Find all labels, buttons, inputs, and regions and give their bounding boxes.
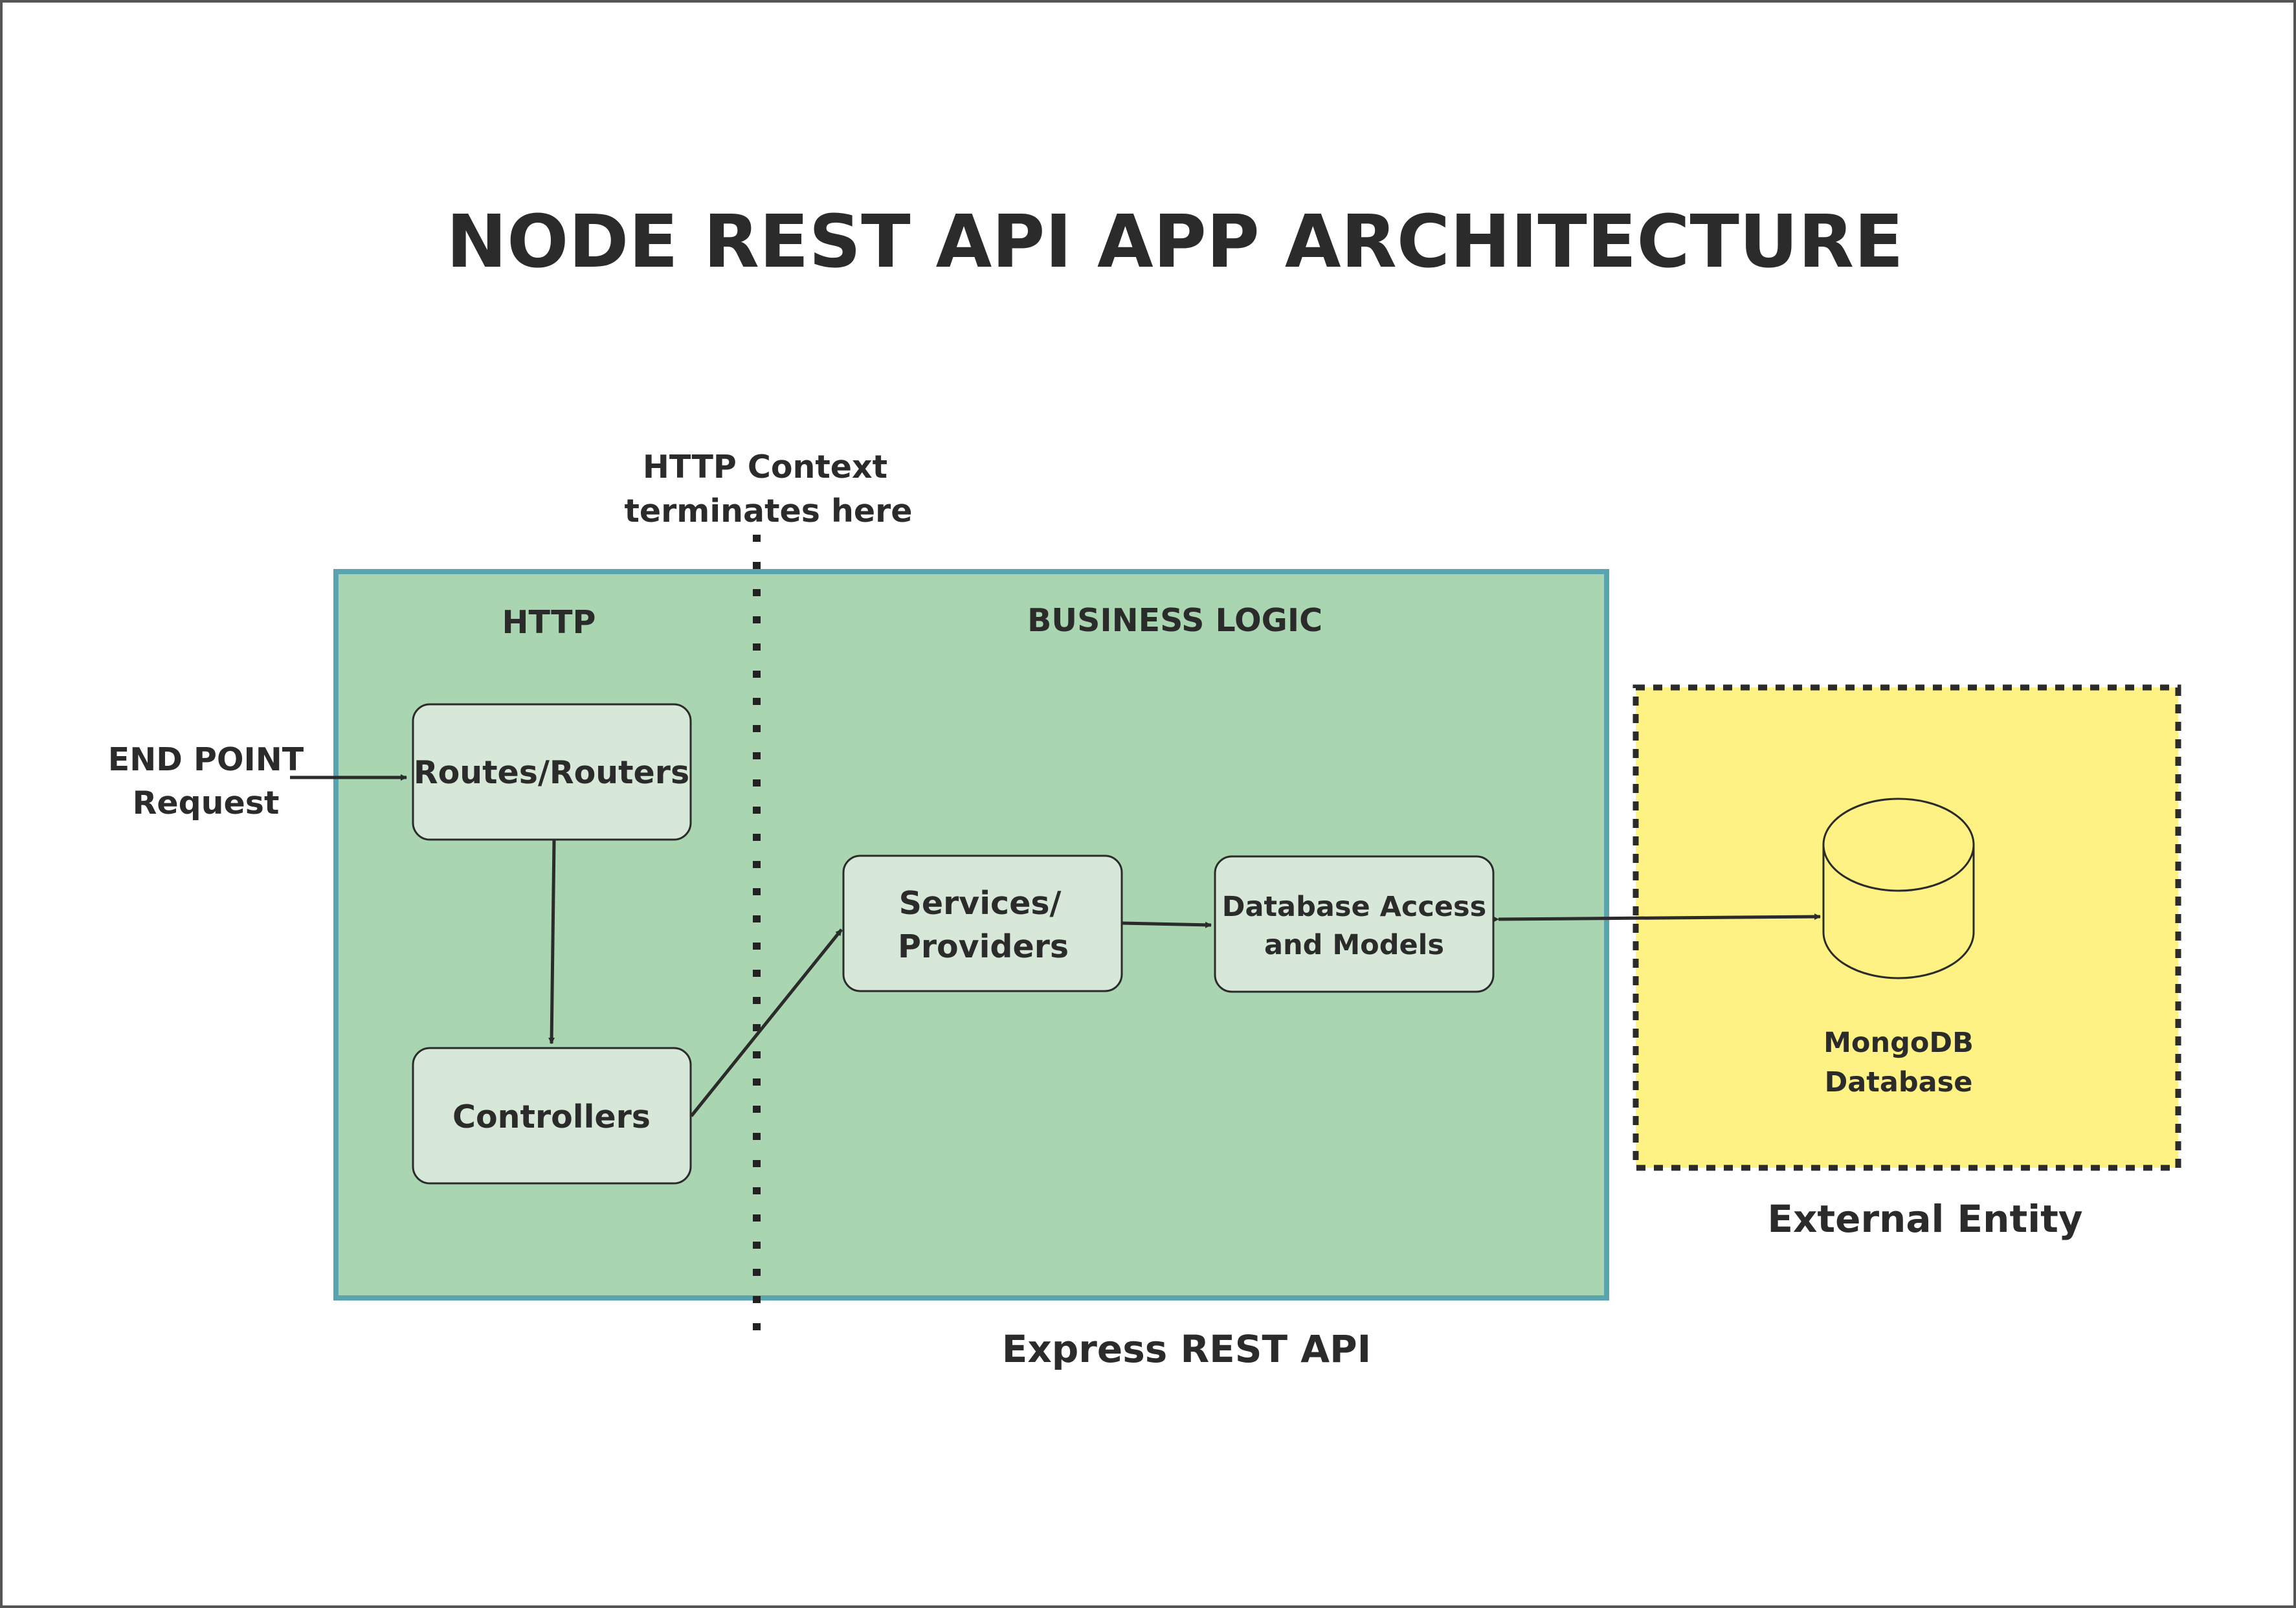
express-api-label: Express REST API	[1002, 1327, 1372, 1371]
mongodb-label-line-1: MongoDB	[1823, 1027, 1974, 1059]
arrow-services-to-db-access	[1121, 921, 1212, 928]
db-access-node-label-line-2: and Models	[1264, 929, 1444, 961]
section-label-business-logic: BUSINESS LOGIC	[1027, 602, 1322, 639]
arrow-db-access-to-mongodb	[1492, 913, 1821, 923]
mongodb-label-line-2: Database	[1825, 1066, 1973, 1099]
external-entity-label: External Entity	[1767, 1197, 2082, 1241]
controllers-node-label: Controllers	[452, 1099, 651, 1135]
services-node-label-line-1: Services/	[899, 885, 1062, 922]
arrow-controllers-to-services	[690, 928, 843, 1117]
http-context-note: HTTP Context terminates here	[624, 449, 912, 530]
routes-node: Routes/Routers	[412, 703, 692, 841]
services-node: Services/ Providers	[842, 854, 1123, 992]
endpoint-label-line-2: Request	[133, 785, 280, 821]
controllers-node: Controllers	[412, 1047, 692, 1185]
services-node-label-line-2: Providers	[898, 928, 1069, 965]
http-context-note-line-1: HTTP Context	[643, 449, 887, 486]
diagram-title: NODE REST API APP ARCHITECTURE	[446, 200, 1903, 284]
routes-node-label: Routes/Routers	[414, 754, 689, 791]
section-label-http: HTTP	[502, 604, 596, 641]
endpoint-label-line-1: END POINT	[108, 741, 304, 778]
arrow-routes-to-controllers	[548, 840, 556, 1044]
db-access-node-label-line-1: Database Access	[1222, 891, 1486, 923]
db-access-node: Database Access and Models	[1214, 855, 1495, 993]
cylinder-icon	[1822, 798, 1975, 979]
http-context-note-line-2: terminates here	[624, 493, 912, 530]
